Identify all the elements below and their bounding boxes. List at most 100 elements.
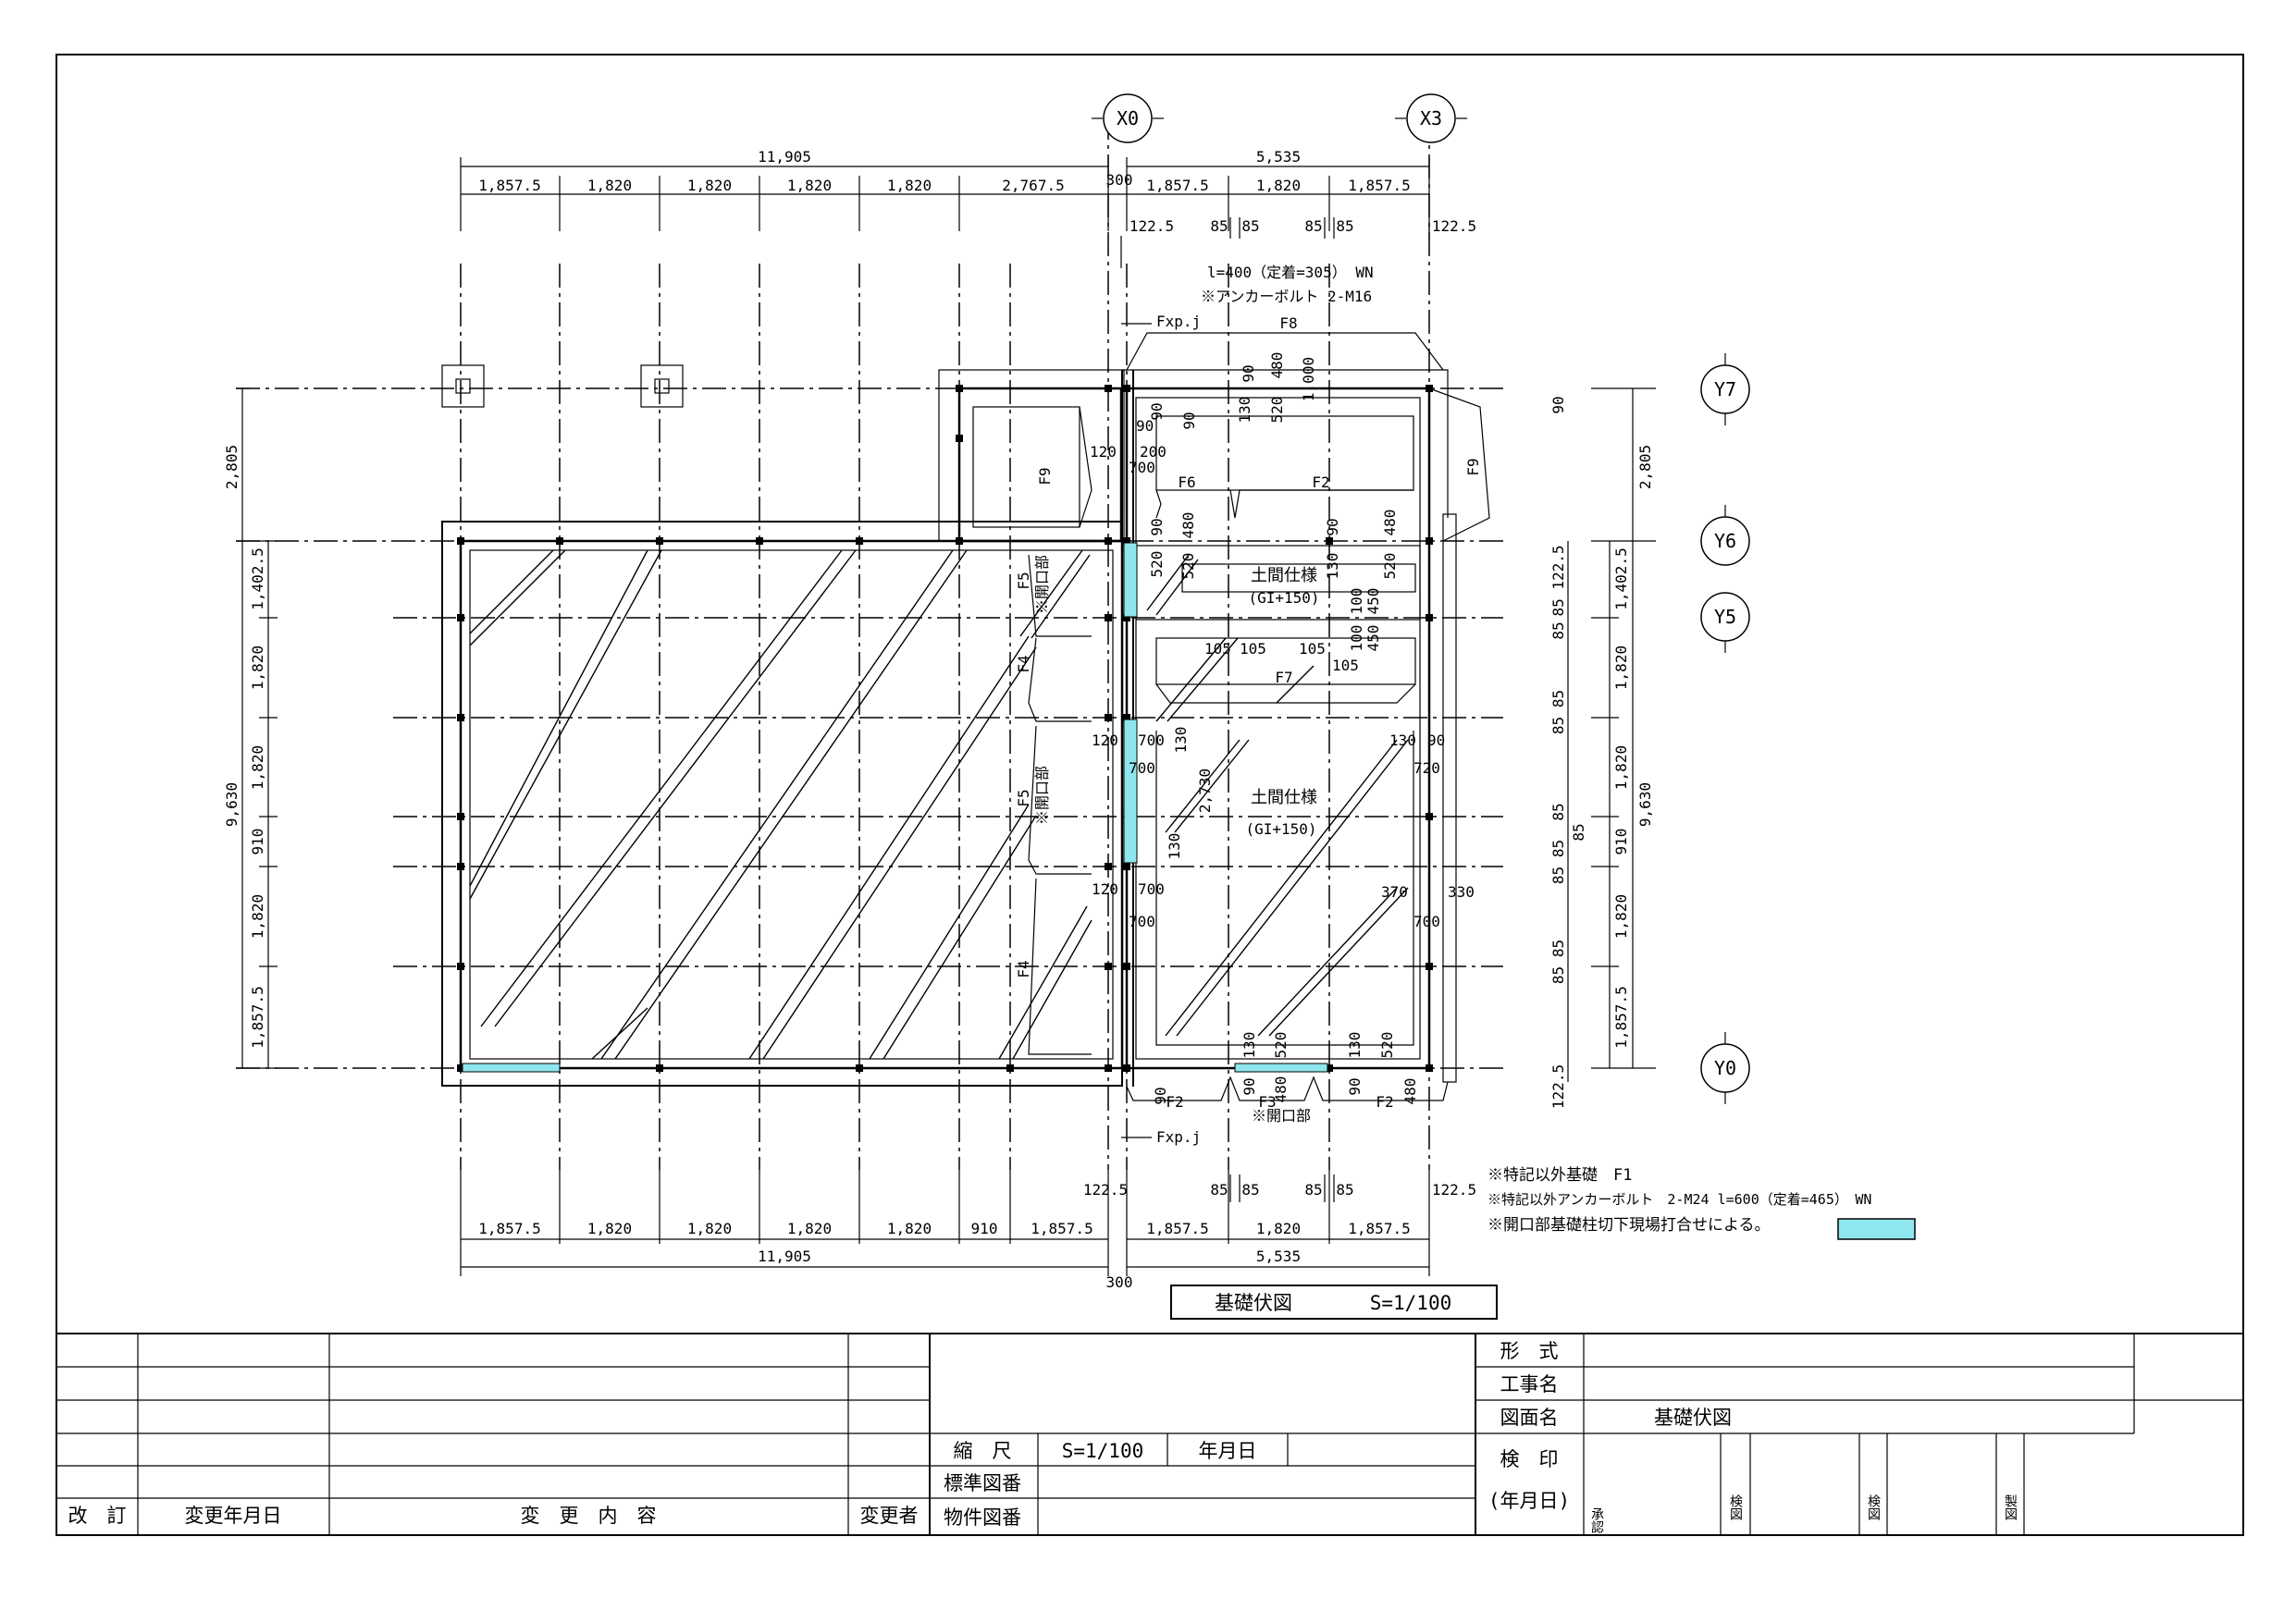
svg-text:480: 480 [1179,512,1197,539]
svg-text:700: 700 [1413,913,1440,930]
svg-text:1,820: 1,820 [1256,1220,1301,1237]
svg-text:85: 85 [1304,217,1322,235]
svg-text:形 式: 形 式 [1500,1340,1559,1362]
svg-text:S=1/100: S=1/100 [1062,1440,1144,1462]
svg-text:1,857.5: 1,857.5 [1348,177,1410,194]
dim-right-total: 9,630 [1636,782,1654,827]
svg-text:105: 105 [1204,640,1231,658]
grid-bubble-y5: Y5 [1700,592,1750,653]
legend-highlight-swatch [1837,1218,1916,1240]
sheet-border [56,54,2244,1536]
svg-text:F2: F2 [1166,1093,1183,1111]
svg-text:85 85: 85 85 [1549,690,1567,734]
svg-text:※開口部: ※開口部 [1252,1107,1311,1125]
svg-text:700: 700 [1129,459,1155,476]
svg-text:検図: 検図 [1728,1494,1743,1520]
svg-text:変更年月日: 変更年月日 [185,1505,282,1527]
svg-text:85 85: 85 85 [1549,840,1567,884]
svg-text:工事名: 工事名 [1500,1373,1559,1396]
svg-text:F3: F3 [1258,1093,1276,1111]
svg-text:1,820: 1,820 [1256,177,1301,194]
right-foundation-block [1121,332,1490,1101]
svg-text:X0: X0 [1117,107,1139,129]
opening-highlights [462,542,1328,1073]
svg-text:90: 90 [1427,732,1445,749]
svg-text:1,857.5: 1,857.5 [1146,177,1208,194]
svg-text:1,857.5: 1,857.5 [1348,1220,1410,1237]
svg-text:520: 520 [1179,553,1197,580]
svg-text:1,857.5: 1,857.5 [1031,1220,1092,1237]
svg-text:105: 105 [1332,657,1359,674]
svg-text:F2: F2 [1376,1093,1393,1111]
slab-spec-lower: 土間仕様 [1251,788,1317,807]
svg-text:(年月日): (年月日) [1488,1490,1570,1512]
svg-text:90: 90 [1180,412,1198,429]
svg-text:130: 130 [1346,1032,1364,1059]
svg-text:90: 90 [1241,1077,1258,1095]
svg-text:90: 90 [1148,518,1166,535]
svg-text:1,402.5: 1,402.5 [249,547,266,609]
svg-text:検図: 検図 [1866,1494,1881,1520]
svg-text:720: 720 [1413,759,1440,777]
dim-bottom-total-left: 11,905 [758,1248,811,1265]
dim-left-top: 2,805 [223,445,241,489]
svg-text:90: 90 [1240,364,1257,382]
svg-text:検 印: 検 印 [1500,1448,1559,1470]
svg-text:120: 120 [1090,443,1117,461]
svg-text:Y7: Y7 [1714,378,1736,400]
svg-text:1,820: 1,820 [249,894,266,939]
svg-text:85: 85 [1304,1181,1322,1199]
svg-text:90: 90 [1549,396,1567,413]
foundation-labels: F9 F9 F8 F6 F2 F7 F2 F3 F2 F5 F4 F5 F4 ※… [1015,314,1482,1146]
svg-text:130: 130 [1172,727,1190,754]
svg-text:520: 520 [1378,1032,1396,1059]
anchor-note-bolts: ※アンカーボルト 2-M16 [1201,288,1372,305]
svg-text:Y6: Y6 [1714,530,1736,552]
grid-bubble-y0: Y0 [1700,1032,1750,1104]
svg-text:※開口部: ※開口部 [1033,555,1051,614]
dim-top-total-left: 11,905 [758,148,811,166]
inner-dimensions: 120 200 700 90 90 90 130 480 520 1,000 9… [1090,352,1475,1105]
svg-text:90: 90 [1324,518,1341,535]
svg-text:1,820: 1,820 [687,1220,732,1237]
svg-text:122.5: 122.5 [1083,1181,1128,1199]
svg-text:F7: F7 [1275,669,1292,686]
dim-left-total: 9,630 [223,782,241,827]
general-notes: ※特記以外基礎 F1 ※特記以外アンカーボルト 2-M24 l=600（定着=4… [1487,1166,1916,1240]
bottom-dimensions: 1,857.5 1,820 1,820 1,820 1,820 910 1,85… [460,1170,1476,1291]
svg-text:1,402.5: 1,402.5 [1612,547,1630,609]
svg-text:330: 330 [1448,883,1475,901]
svg-text:1,820: 1,820 [1612,894,1630,939]
svg-text:120: 120 [1092,732,1118,749]
svg-text:Fxp.j: Fxp.j [1156,1128,1201,1146]
svg-text:F5: F5 [1015,572,1032,589]
svg-text:370: 370 [1381,883,1408,901]
svg-text:標準図番: 標準図番 [944,1472,1021,1494]
top-dimensions: 11,905 5,535 1,857.5 1,820 1,820 1,820 1… [460,148,1476,268]
svg-text:105: 105 [1299,640,1326,658]
svg-text:2,730: 2,730 [1196,768,1214,813]
svg-text:1,857.5: 1,857.5 [478,1220,540,1237]
svg-text:520: 520 [1272,1032,1290,1059]
svg-text:90: 90 [1346,1077,1364,1095]
svg-text:1,000: 1,000 [1300,357,1317,401]
svg-text:F8: F8 [1279,314,1297,332]
svg-text:122.5: 122.5 [1432,217,1476,235]
svg-text:変更者: 変更者 [860,1505,919,1527]
svg-text:90: 90 [1148,402,1166,420]
svg-text:Y5: Y5 [1714,606,1736,628]
svg-text:製図: 製図 [2003,1494,2018,1520]
svg-text:700: 700 [1129,913,1155,930]
svg-text:F6: F6 [1178,473,1195,491]
svg-text:1,820: 1,820 [887,1220,932,1237]
svg-text:Y0: Y0 [1714,1057,1736,1079]
svg-text:承認: 承認 [1589,1507,1604,1533]
svg-text:1,820: 1,820 [1612,745,1630,790]
svg-text:変 更 内 容: 変 更 内 容 [521,1505,657,1527]
svg-text:130: 130 [1241,1032,1258,1059]
svg-text:200: 200 [1140,443,1167,461]
svg-text:(GI+150): (GI+150) [1248,589,1319,607]
svg-text:130: 130 [1236,397,1253,424]
svg-text:F4: F4 [1015,655,1032,672]
